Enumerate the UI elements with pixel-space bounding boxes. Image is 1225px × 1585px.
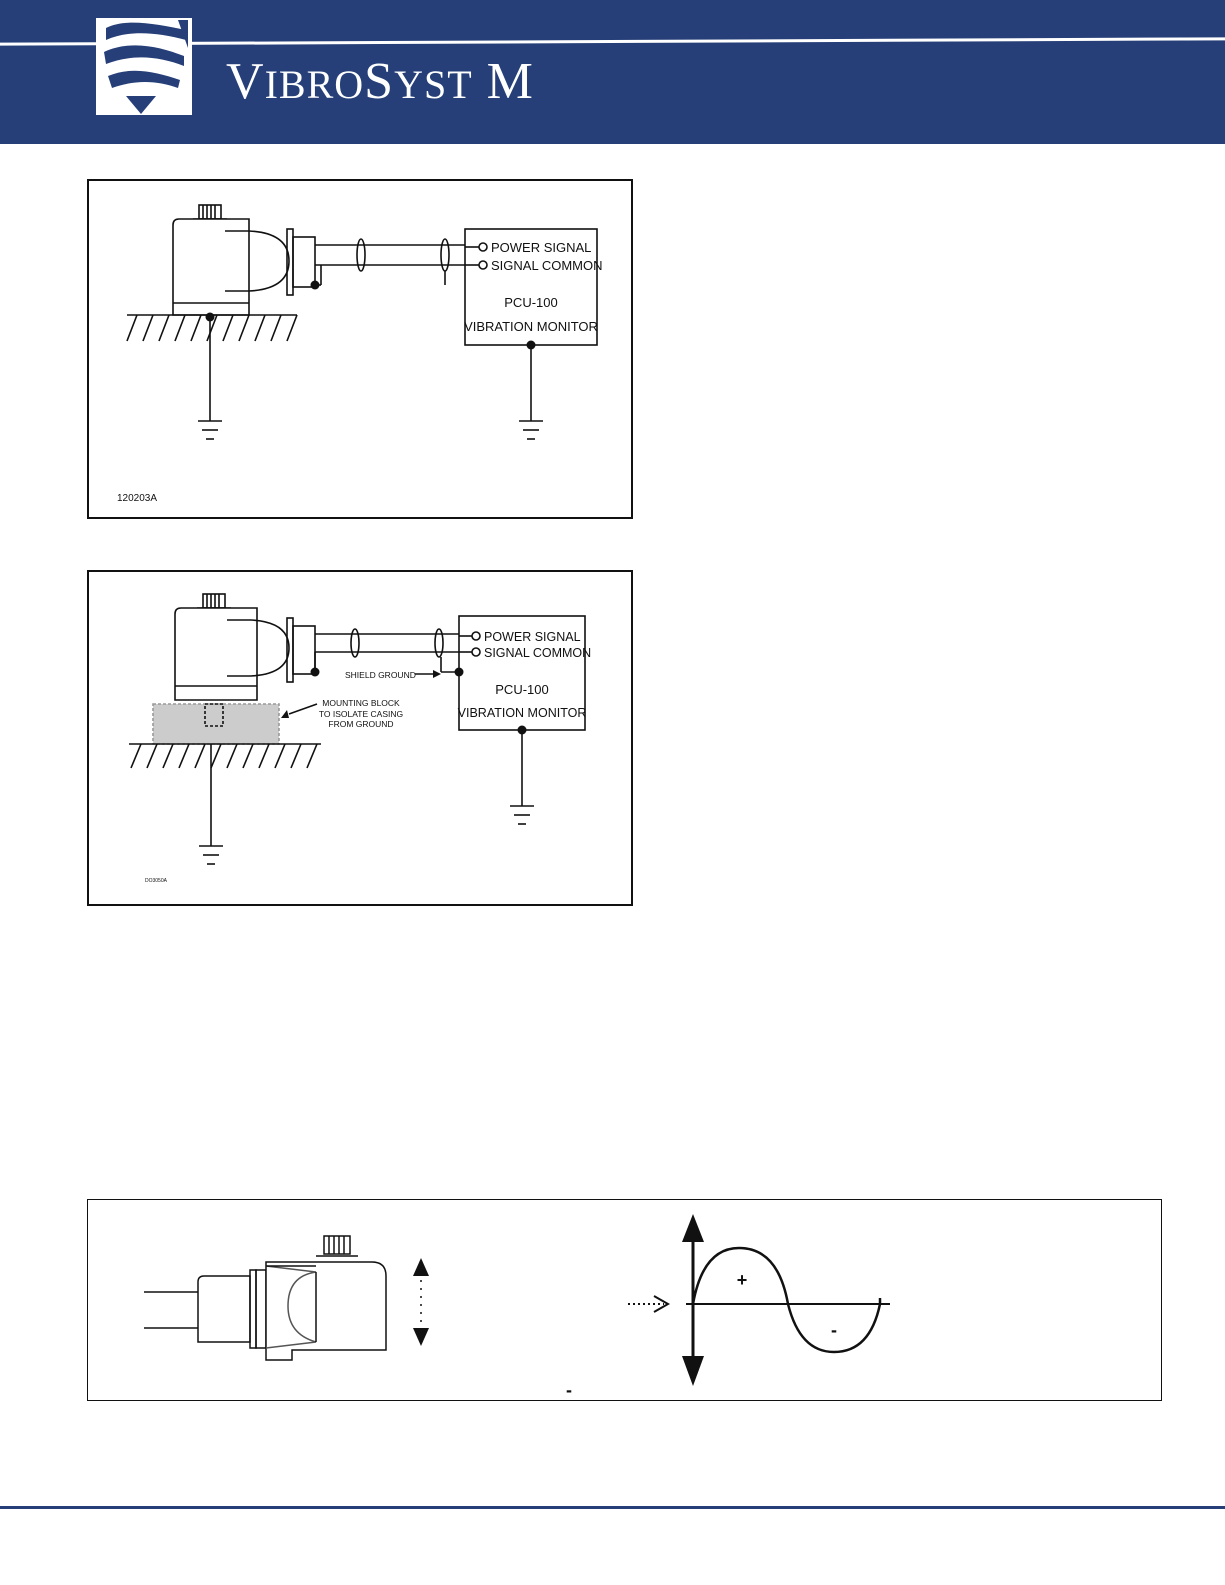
brand-name: VIBROSYST M bbox=[226, 52, 534, 112]
unit-label: PCU-100 bbox=[504, 295, 557, 310]
vibrosystm-logo-icon bbox=[96, 18, 192, 115]
monitor-label: VIBRATION MONITOR bbox=[458, 706, 587, 720]
figure-code: 120203A bbox=[117, 493, 157, 504]
mounting-block-label-3: FROM GROUND bbox=[328, 719, 393, 729]
signal-common-label: SIGNAL COMMON bbox=[491, 258, 602, 273]
figure-code: DO3050A bbox=[145, 878, 168, 884]
grounded-sensor-diagram: POWER SIGNAL SIGNAL COMMON PCU-100 VIBRA… bbox=[87, 179, 633, 519]
power-signal-label: POWER SIGNAL bbox=[491, 240, 591, 255]
mounting-block-label-1: MOUNTING BLOCK bbox=[322, 698, 400, 708]
minus-sign: - bbox=[566, 1380, 572, 1400]
page-header: VIBROSYST M bbox=[0, 0, 1225, 144]
positive-label: + bbox=[737, 1270, 748, 1290]
shield-ground-label: SHIELD GROUND bbox=[345, 670, 416, 680]
monitor-label: VIBRATION MONITOR bbox=[464, 319, 598, 334]
isolated-sensor-diagram: POWER SIGNAL SIGNAL COMMON PCU-100 VIBRA… bbox=[87, 570, 633, 906]
footer-rule bbox=[0, 1506, 1225, 1509]
power-signal-label: POWER SIGNAL bbox=[484, 630, 581, 644]
mounting-block-label-2: TO ISOLATE CASING bbox=[319, 709, 403, 719]
unit-label: PCU-100 bbox=[495, 682, 548, 697]
signal-common-label: SIGNAL COMMON bbox=[484, 646, 591, 660]
negative-label: - bbox=[831, 1320, 837, 1340]
polarity-diagram: + - - bbox=[87, 1199, 1162, 1401]
